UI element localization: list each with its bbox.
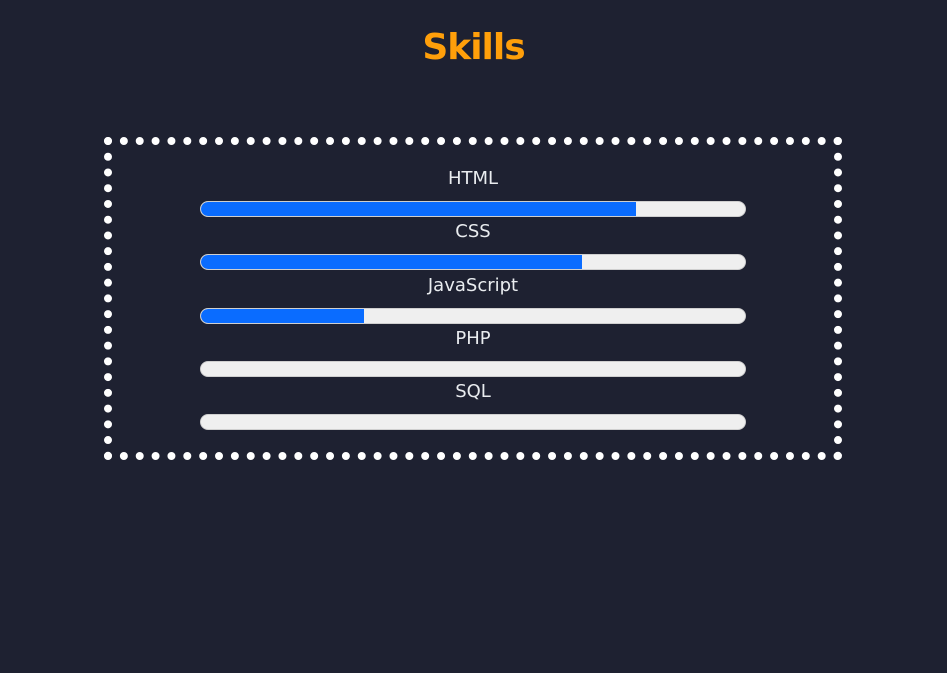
progress-bar [200,308,746,324]
progress-bar-fill [201,309,365,323]
skill-item-css: CSS [200,220,746,270]
progress-bar [200,201,746,217]
skill-item-sql: SQL [200,380,746,430]
skill-item-php: PHP [200,327,746,377]
skill-label: PHP [455,328,491,349]
skill-label: HTML [447,168,499,189]
skill-label: SQL [455,381,491,402]
skill-label: CSS [455,221,491,242]
progress-bar [200,414,746,430]
progress-bar-fill [201,202,637,216]
skill-item-html: HTML [200,167,746,217]
progress-bar-fill [201,255,582,269]
skill-item-javascript: JavaScript [200,274,746,324]
page-title: Skills [422,27,525,68]
skill-label: JavaScript [427,275,519,296]
progress-bar [200,254,746,270]
skills-box: HTML CSS JavaScript PHP SQL [104,137,842,460]
progress-bar [200,361,746,377]
